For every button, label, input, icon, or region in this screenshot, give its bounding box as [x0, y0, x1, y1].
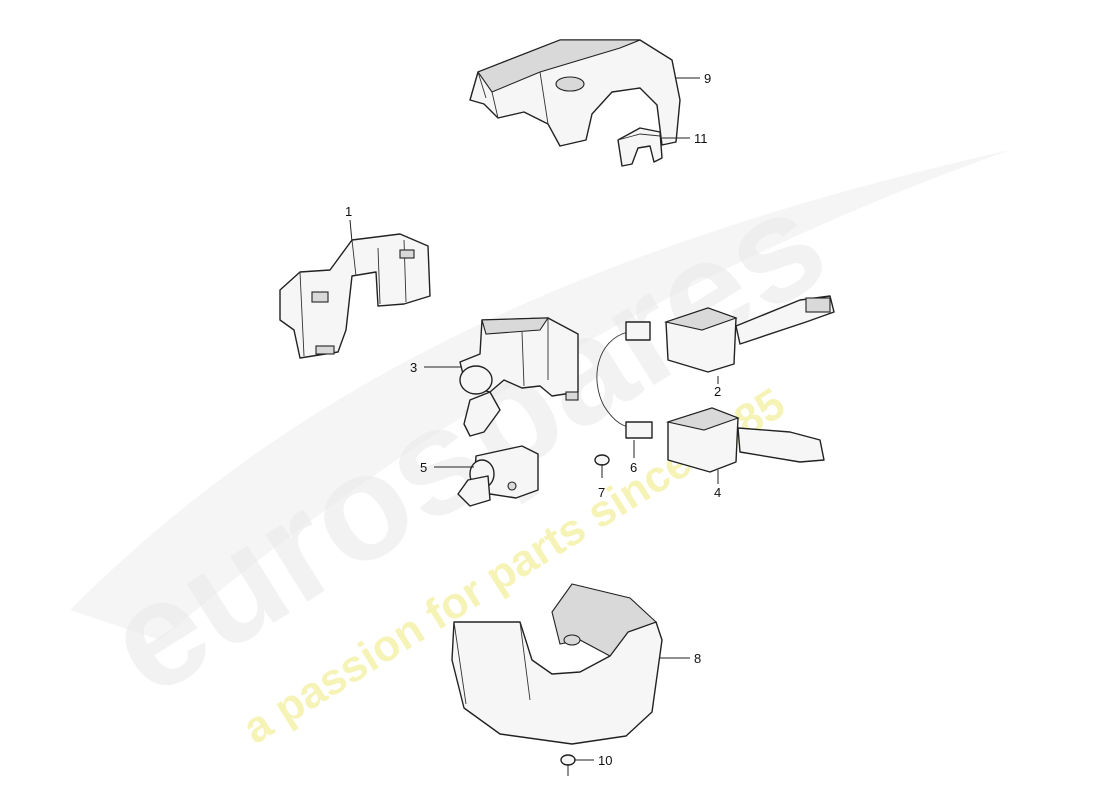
- part-stalk-switch-lower: [665, 407, 825, 473]
- callout-5: 5: [420, 460, 427, 475]
- callout-10: 10: [598, 753, 612, 768]
- callout-8: 8: [694, 651, 701, 666]
- part-toggle-switch: [457, 445, 539, 507]
- callout-11: 11: [694, 131, 708, 146]
- callout-9: 9: [704, 71, 711, 86]
- part-switch-housing: [459, 317, 579, 437]
- part-screw-bottom: [560, 754, 576, 776]
- callout-4: 4: [714, 485, 721, 500]
- callouts: 1 2 3 4 5 6 7 8 9 10 11: [345, 71, 721, 768]
- part-trim-clip: [617, 127, 663, 167]
- part-upper-cover: [469, 39, 681, 147]
- part-wiring-harness: [596, 321, 653, 439]
- part-control-module: [279, 233, 431, 359]
- leader-1: [349, 219, 353, 243]
- watermark: eurospares a passion for parts since 198…: [70, 150, 1010, 753]
- callout-3: 3: [410, 360, 417, 375]
- part-stalk-switch-upper: [663, 295, 835, 373]
- leader-lines: [349, 77, 719, 761]
- callout-7: 7: [598, 485, 605, 500]
- callout-1: 1: [345, 204, 352, 219]
- part-lower-cover: [451, 583, 663, 745]
- callout-6: 6: [630, 460, 637, 475]
- watermark-swoosh: [70, 150, 1010, 640]
- callout-2: 2: [714, 384, 721, 399]
- part-screw-small: [594, 454, 610, 478]
